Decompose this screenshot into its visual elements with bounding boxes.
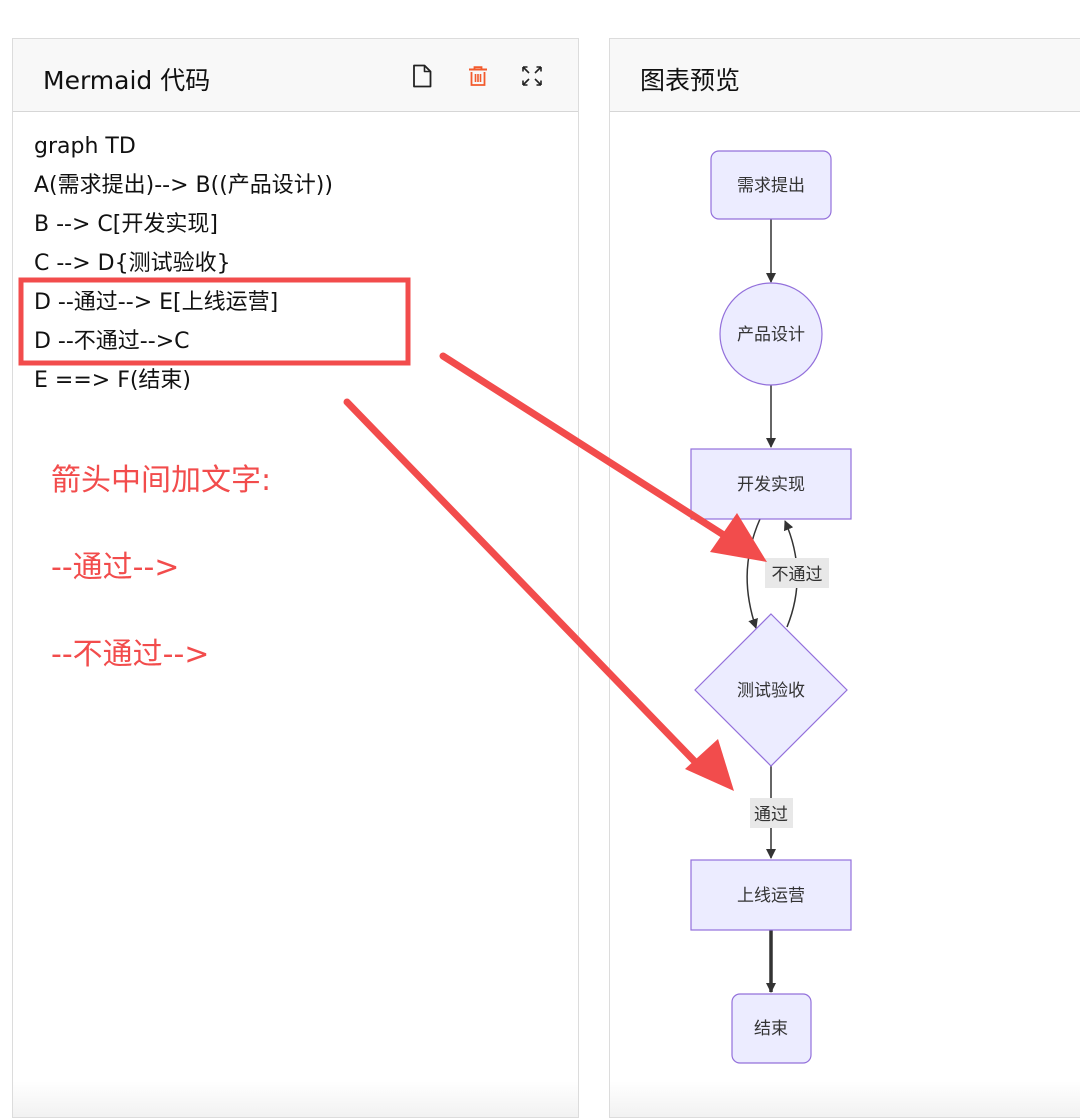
- code-line[interactable]: D --通过--> E[上线运营]: [34, 290, 279, 315]
- code-line[interactable]: A(需求提出)--> B((产品设计)): [34, 173, 333, 198]
- code-panel-title: Mermaid 代码: [43, 66, 211, 95]
- code-panel-header: Mermaid 代码: [13, 39, 578, 112]
- code-line[interactable]: D --不通过-->C: [34, 329, 190, 354]
- preview-panel-header: 图表预览: [610, 39, 1080, 112]
- panel-bottom-fade: [610, 1081, 1080, 1117]
- preview-panel-title: 图表预览: [640, 66, 741, 95]
- panel-bottom-fade: [13, 1081, 578, 1117]
- preview-panel: 图表预览: [609, 38, 1080, 1118]
- code-editor-panel: Mermaid 代码 graph TD A(需求提出)--> B((产品设计))…: [12, 38, 579, 1118]
- annotation-line-pass: --通过-->: [51, 550, 180, 585]
- code-line[interactable]: B --> C[开发实现]: [34, 212, 218, 237]
- annotation-line-reject: --不通过-->: [51, 637, 210, 672]
- code-line[interactable]: graph TD: [34, 134, 136, 159]
- code-editor[interactable]: graph TD A(需求提出)--> B((产品设计)) B --> C[开发…: [34, 127, 333, 400]
- new-file-icon[interactable]: [409, 63, 435, 89]
- trash-icon[interactable]: [465, 63, 491, 89]
- fullscreen-icon[interactable]: [519, 63, 545, 89]
- code-line[interactable]: E ==> F(结束): [34, 368, 192, 393]
- annotation-heading: 箭头中间加文字:: [51, 463, 272, 498]
- code-line[interactable]: C --> D{测试验收}: [34, 251, 231, 276]
